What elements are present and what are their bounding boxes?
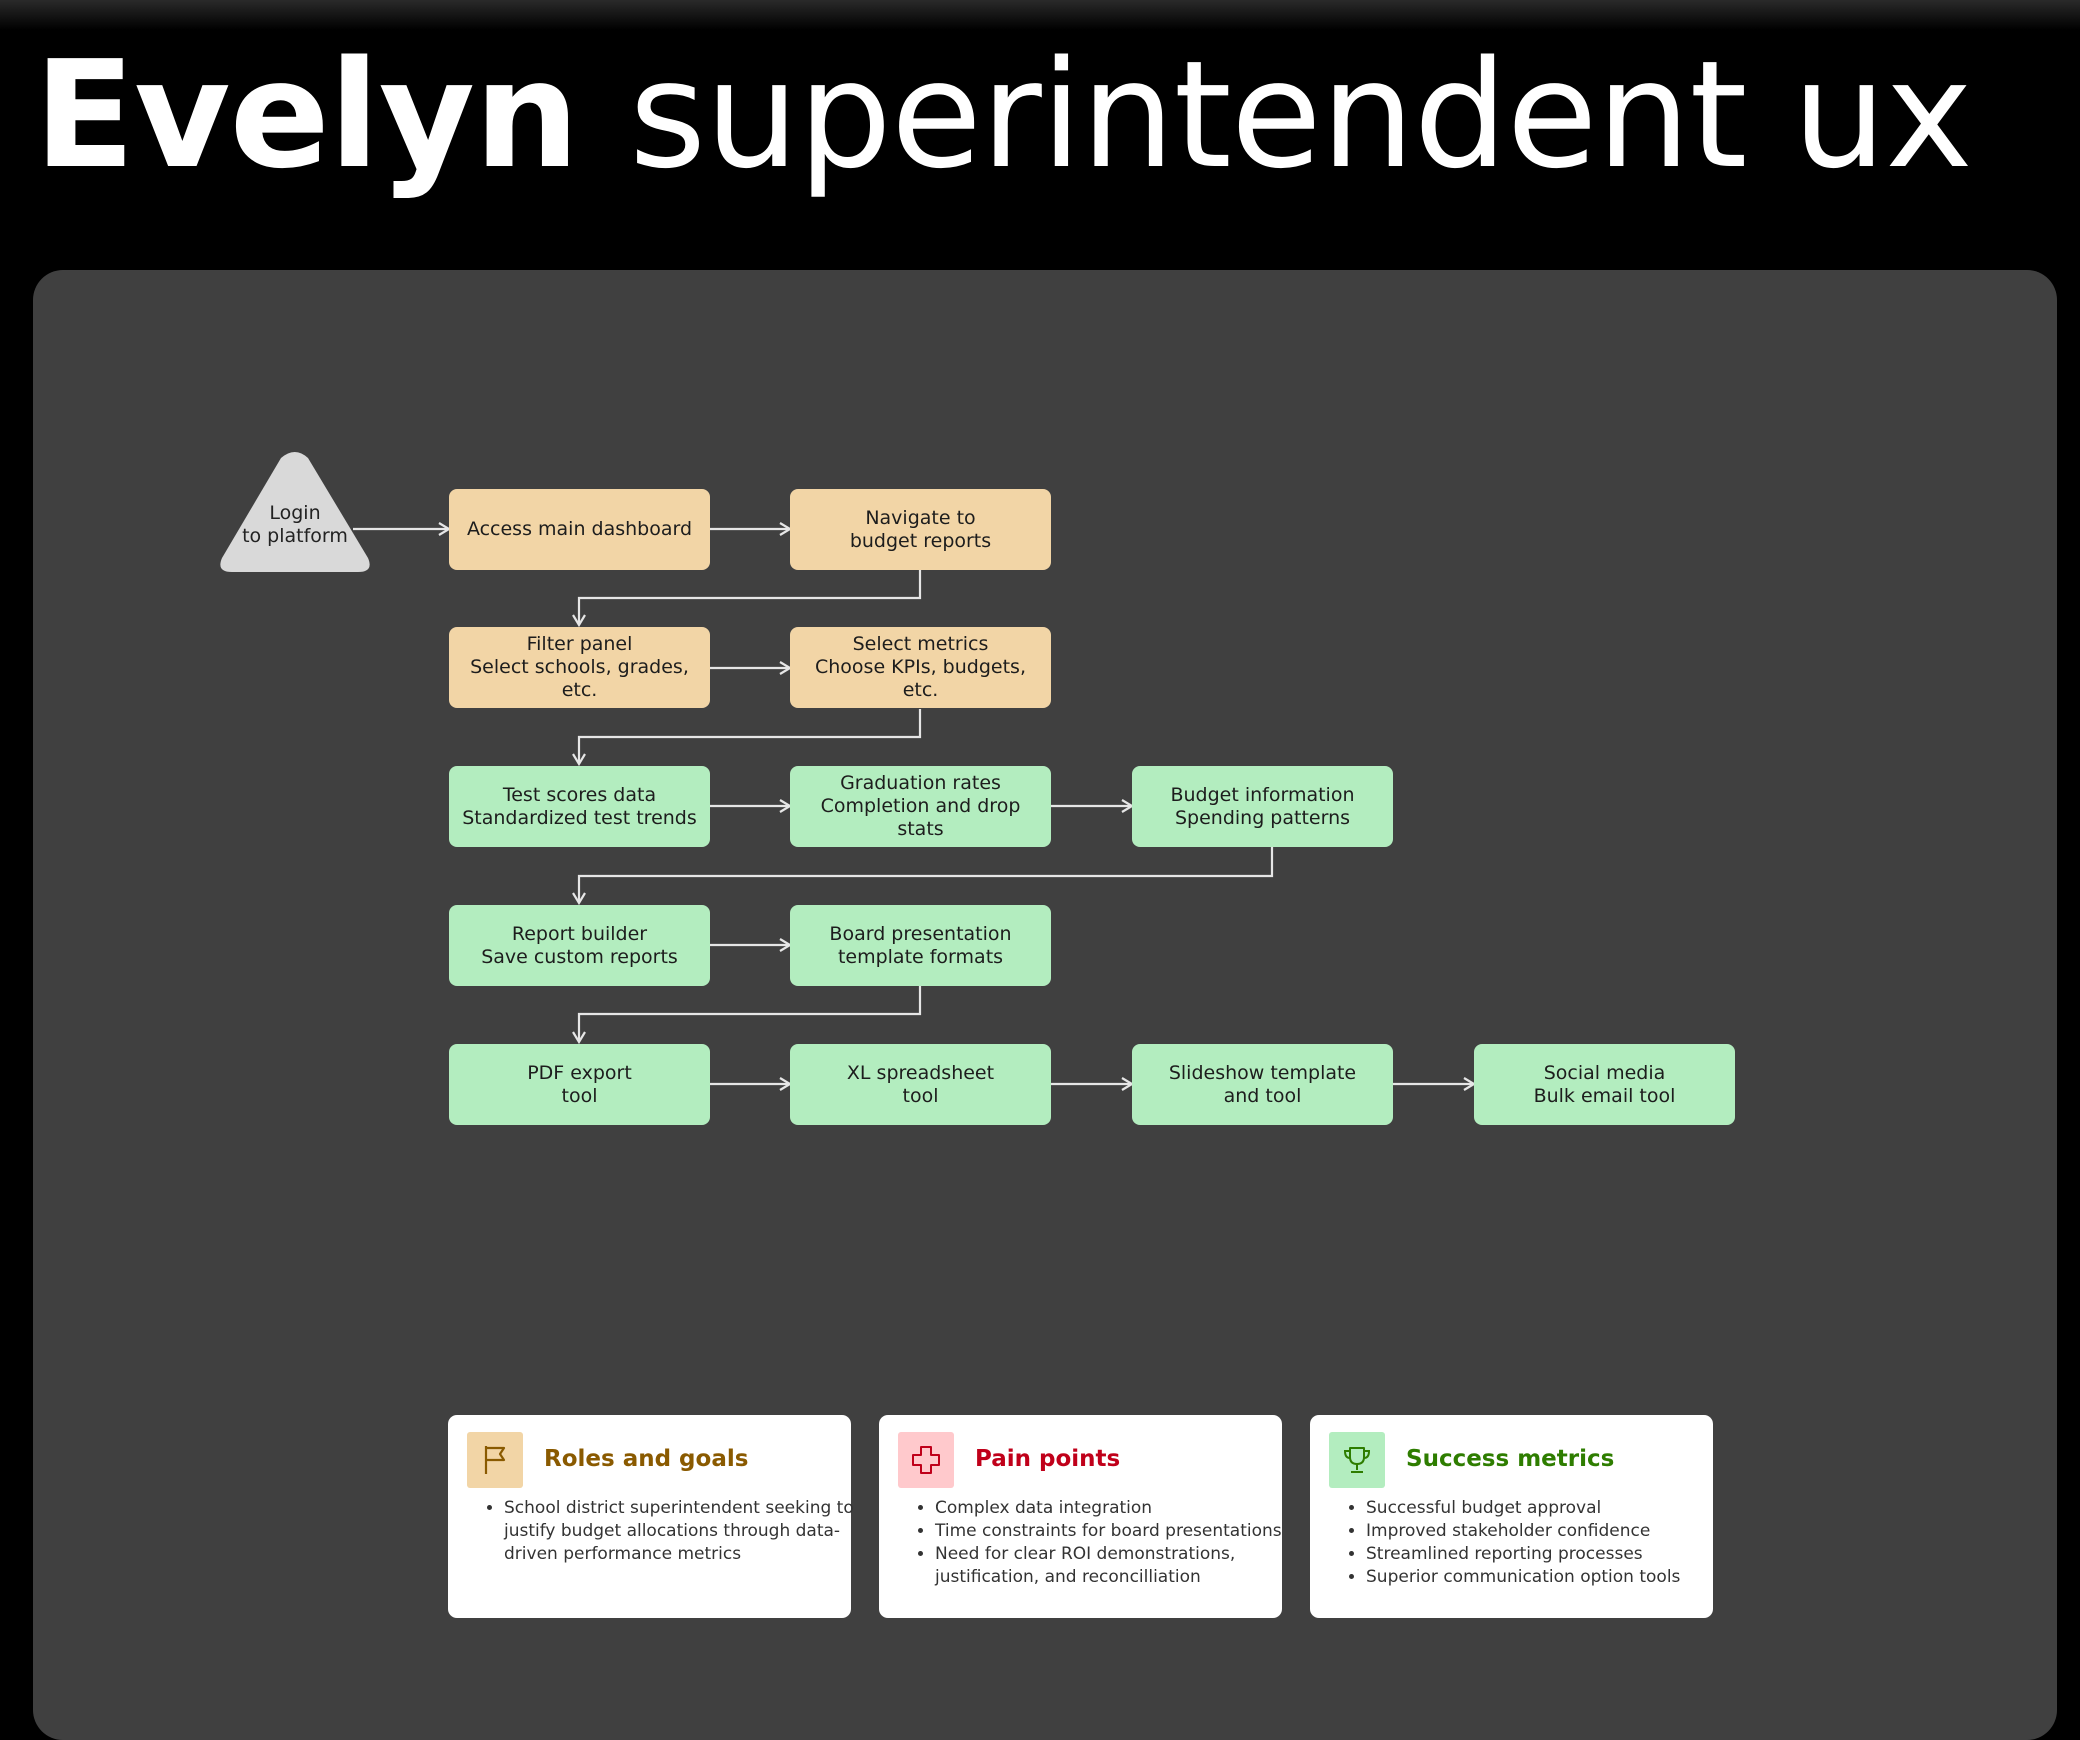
start-node-label: Login to platform	[242, 502, 348, 547]
card-bullet-list: Successful budget approval Improved stak…	[1348, 1497, 1718, 1589]
node-label: Report builder Save custom reports	[481, 922, 678, 968]
list-item: Time constraints for board presentations	[935, 1520, 1287, 1543]
node-label: Graduation rates Completion and drop sta…	[820, 772, 1021, 840]
node-select-metrics[interactable]: Select metrics Choose KPIs, budgets, etc…	[790, 627, 1051, 708]
list-item: Streamlined reporting processes	[1366, 1543, 1718, 1566]
node-budget-information[interactable]: Budget information Spending patterns	[1132, 766, 1393, 847]
node-label: Social media Bulk email tool	[1533, 1061, 1676, 1107]
list-item: School district superintendent seeking t…	[504, 1497, 856, 1566]
card-pain-points: Pain points Complex data integration Tim…	[879, 1415, 1282, 1618]
node-test-scores-data[interactable]: Test scores data Standardized test trend…	[449, 766, 710, 847]
list-item: Successful budget approval	[1366, 1497, 1718, 1520]
node-xl-spreadsheet[interactable]: XL spreadsheet tool	[790, 1044, 1051, 1125]
node-label: Budget information Spending patterns	[1170, 783, 1355, 829]
card-roles-and-goals: Roles and goals School district superint…	[448, 1415, 854, 1618]
node-filter-panel[interactable]: Filter panel Select schools, grades, etc…	[449, 627, 710, 708]
start-node-login[interactable]: Login to platform	[218, 452, 372, 574]
node-label: Navigate to budget reports	[849, 506, 992, 552]
card-bullet-list: School district superintendent seeking t…	[486, 1497, 856, 1566]
node-graduation-rates[interactable]: Graduation rates Completion and drop sta…	[790, 766, 1051, 847]
list-item: Need for clear ROI demonstrations, justi…	[935, 1543, 1287, 1589]
node-board-presentation[interactable]: Board presentation template formats	[790, 905, 1051, 986]
list-item: Superior communication option tools	[1366, 1566, 1718, 1589]
page-title: Evelyn superintendent ux	[34, 20, 1973, 210]
top-shade	[0, 0, 2080, 30]
node-label: Access main dashboard	[466, 518, 693, 540]
node-label: XL spreadsheet tool	[846, 1061, 995, 1107]
flag-icon	[467, 1432, 523, 1488]
node-label: Board presentation template formats	[829, 922, 1012, 968]
card-title: Success metrics	[1406, 1446, 1615, 1472]
node-slideshow-template[interactable]: Slideshow template and tool	[1132, 1044, 1393, 1125]
list-item: Complex data integration	[935, 1497, 1287, 1520]
page-title-subtitle: superintendent ux	[629, 29, 1973, 201]
node-navigate-budget-reports[interactable]: Navigate to budget reports	[790, 489, 1051, 570]
node-label: Filter panel Select schools, grades, etc…	[470, 633, 689, 701]
node-pdf-export[interactable]: PDF export tool	[449, 1044, 710, 1125]
triangle-shape	[220, 452, 370, 572]
trophy-icon	[1329, 1432, 1385, 1488]
card-bullet-list: Complex data integration Time constraint…	[917, 1497, 1287, 1589]
node-label: Test scores data Standardized test trend…	[462, 783, 697, 829]
card-title: Pain points	[975, 1446, 1121, 1472]
page-title-name: Evelyn	[34, 29, 580, 201]
medical-cross-icon	[898, 1432, 954, 1488]
node-access-main-dashboard[interactable]: Access main dashboard	[449, 489, 710, 570]
node-label: Slideshow template and tool	[1168, 1061, 1357, 1107]
card-success-metrics: Success metrics Successful budget approv…	[1310, 1415, 1713, 1618]
node-label: PDF export tool	[527, 1061, 632, 1107]
node-label: Select metrics Choose KPIs, budgets, etc…	[815, 633, 1026, 701]
node-social-media[interactable]: Social media Bulk email tool	[1474, 1044, 1735, 1125]
node-report-builder[interactable]: Report builder Save custom reports	[449, 905, 710, 986]
card-title: Roles and goals	[544, 1446, 749, 1472]
list-item: Improved stakeholder confidence	[1366, 1520, 1718, 1543]
